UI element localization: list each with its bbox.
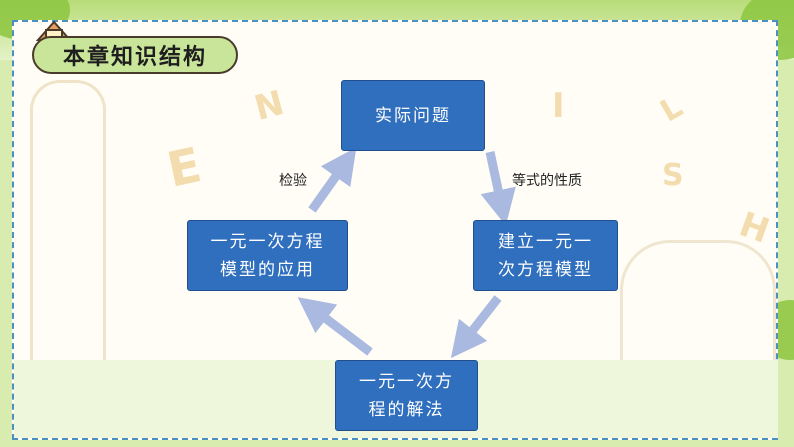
arrow-top-to-right — [480, 151, 516, 226]
node-build-model: 建立一元一次方程模型 — [473, 220, 618, 291]
section-title-badge: 本章知识结构 — [32, 36, 238, 74]
node-model-application: 一元一次方程模型的应用 — [187, 220, 348, 291]
arrow-left-to-top — [308, 147, 357, 213]
decor-letter: I — [552, 86, 565, 126]
tower-illustration — [30, 80, 106, 383]
decor-letter: S — [662, 158, 684, 193]
section-title: 本章知识结构 — [62, 45, 207, 70]
node-real-problem: 实际问题 — [341, 80, 485, 151]
edge-label-equation-property: 等式的性质 — [512, 173, 582, 189]
arrow-right-to-bottom — [450, 295, 502, 359]
arrow-bottom-to-left — [297, 297, 373, 356]
node-solving-method: 一元一次方程的解法 — [335, 360, 478, 431]
edge-label-check: 检验 — [279, 173, 307, 189]
